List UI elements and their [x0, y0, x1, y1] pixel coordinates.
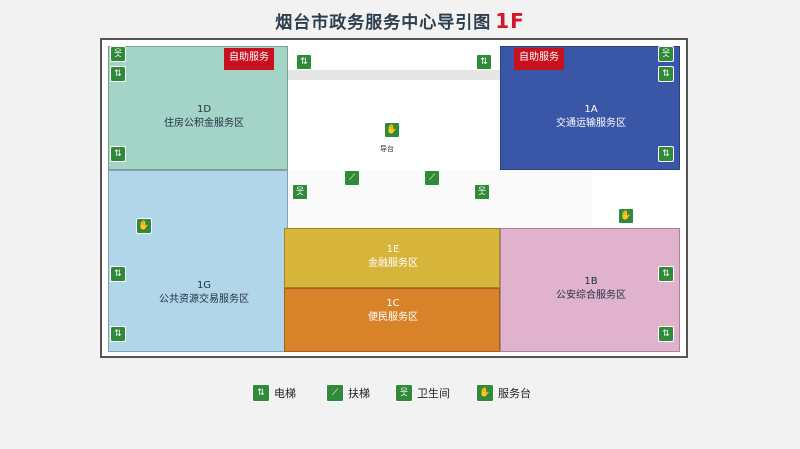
- self-service-left[interactable]: 自助服务: [224, 48, 274, 70]
- restroom-icon[interactable]: 웃: [110, 46, 126, 62]
- info-desk-label: 导台: [380, 145, 394, 153]
- elevator-icon[interactable]: ⇅: [658, 146, 674, 162]
- right-window-list: [702, 44, 752, 174]
- floor-label: 1F: [495, 9, 525, 33]
- zone-1d-name: 住房公积金服务区: [164, 118, 244, 129]
- legend-escalator: ⟋ 扶梯: [326, 384, 370, 402]
- title-text: 烟台市政务服务中心导引图: [275, 13, 492, 33]
- elevator-icon[interactable]: ⇅: [110, 326, 126, 342]
- floor-plan: 1D 住房公积金服务区 自助服务 1A 交通运输服务区 自助服务 1G 公共资源…: [100, 38, 688, 358]
- zone-1g-name: 公共资源交易服务区: [159, 294, 249, 305]
- zone-1e-name: 金融服务区: [368, 258, 418, 269]
- legend-restroom-label: 卫生间: [417, 387, 450, 400]
- restroom-icon[interactable]: 웃: [658, 46, 674, 62]
- elevator-icon[interactable]: ⇅: [110, 66, 126, 82]
- elevator-icon: ⇅: [252, 384, 270, 402]
- zone-1c[interactable]: 1C 便民服务区: [284, 288, 500, 352]
- zone-1b-name: 公安综合服务区: [556, 290, 626, 301]
- zone-1g-code: 1G: [196, 280, 212, 291]
- restroom-icon[interactable]: 웃: [292, 184, 308, 200]
- elevator-icon[interactable]: ⇅: [296, 54, 312, 70]
- zone-1e[interactable]: 1E 金融服务区: [284, 228, 500, 288]
- zone-1a-code: 1A: [584, 104, 598, 115]
- elevator-icon[interactable]: ⇅: [658, 66, 674, 82]
- service-desk-icon[interactable]: ✋: [618, 208, 634, 224]
- zone-1c-code: 1C: [386, 298, 400, 309]
- right-window-list-2: [702, 228, 752, 338]
- restroom-icon[interactable]: 웃: [474, 184, 490, 200]
- legend-elevator: ⇅ 电梯: [252, 384, 296, 402]
- left-window-list-2: [47, 228, 87, 268]
- service-desk-icon: ✋: [476, 384, 494, 402]
- zone-1a-name: 交通运输服务区: [556, 118, 626, 129]
- escalator-icon[interactable]: ⟋: [344, 170, 360, 186]
- legend-elevator-label: 电梯: [274, 387, 296, 400]
- left-window-list: [47, 44, 87, 174]
- escalator-icon: ⟋: [326, 384, 344, 402]
- service-desk-icon[interactable]: ✋: [384, 122, 400, 138]
- elevator-icon[interactable]: ⇅: [476, 54, 492, 70]
- restroom-icon: 웃: [395, 384, 413, 402]
- legend-restroom: 웃 卫生间: [395, 384, 450, 402]
- escalator-icon[interactable]: ⟋: [424, 170, 440, 186]
- zone-1b[interactable]: 1B 公安综合服务区: [500, 228, 680, 352]
- self-service-right[interactable]: 自助服务: [514, 48, 564, 70]
- elevator-icon[interactable]: ⇅: [658, 266, 674, 282]
- elevator-icon[interactable]: ⇅: [110, 146, 126, 162]
- service-desk-icon[interactable]: ✋: [136, 218, 152, 234]
- corridor-top: [222, 70, 562, 80]
- zone-1g[interactable]: 1G 公共资源交易服务区: [108, 170, 288, 352]
- zone-1b-code: 1B: [584, 276, 598, 287]
- zone-1e-code: 1E: [386, 244, 400, 255]
- legend-service-desk: ✋ 服务台: [476, 384, 531, 402]
- zone-1d-code: 1D: [196, 104, 212, 115]
- legend-service-desk-label: 服务台: [498, 387, 531, 400]
- legend-escalator-label: 扶梯: [348, 387, 370, 400]
- elevator-icon[interactable]: ⇅: [110, 266, 126, 282]
- elevator-icon[interactable]: ⇅: [658, 326, 674, 342]
- zone-1c-name: 便民服务区: [368, 312, 418, 323]
